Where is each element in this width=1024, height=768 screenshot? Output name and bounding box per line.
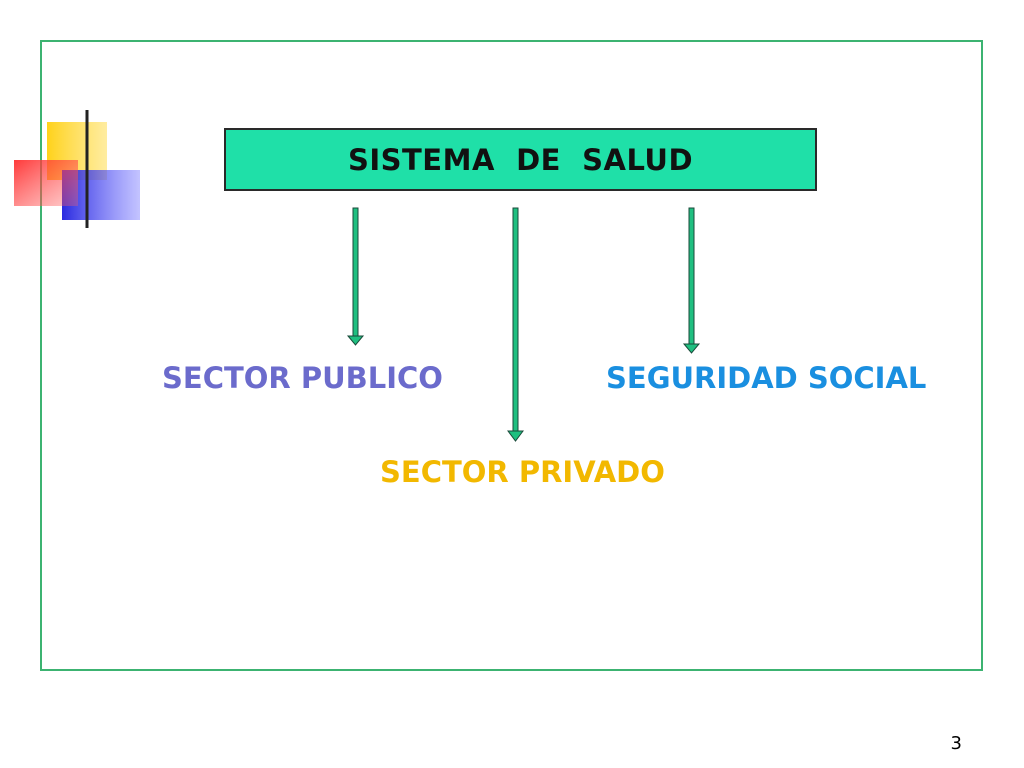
slide-frame bbox=[40, 40, 983, 671]
sector-publico-label: SECTOR PUBLICO bbox=[162, 361, 443, 395]
page-number: 3 bbox=[950, 733, 962, 754]
diagram-title: SISTEMA DE SALUD bbox=[347, 142, 694, 177]
title-box: SISTEMA DE SALUD bbox=[224, 128, 817, 191]
seguridad-social-label: SEGURIDAD SOCIAL bbox=[606, 361, 927, 395]
sector-privado-label: SECTOR PRIVADO bbox=[380, 455, 665, 489]
